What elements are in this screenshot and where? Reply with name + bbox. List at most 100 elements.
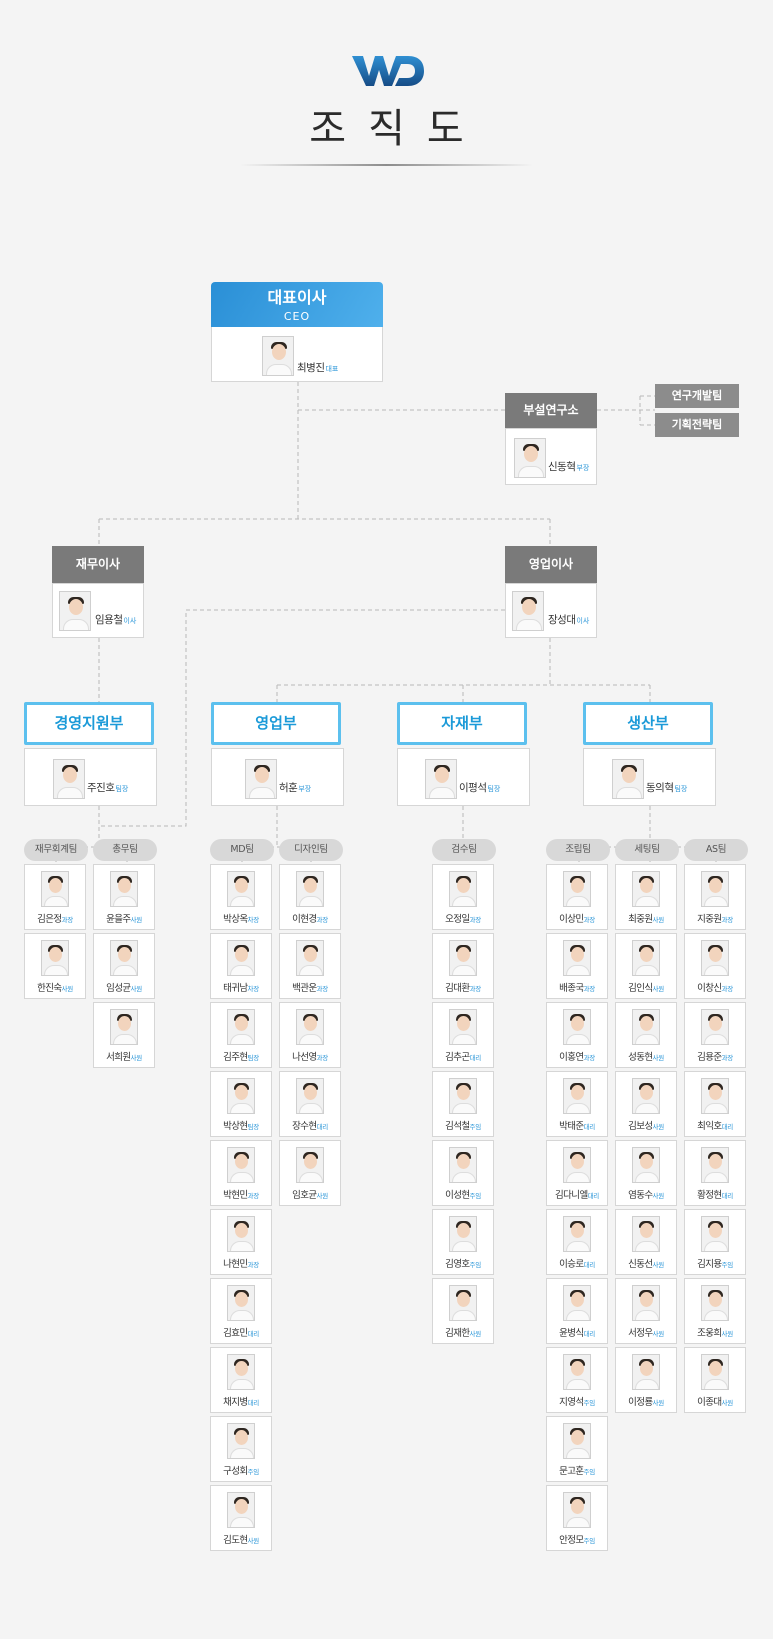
- member-rank: 과장: [583, 916, 596, 924]
- member-name: 이현경: [292, 914, 317, 925]
- member-name: 윤을주: [106, 914, 131, 925]
- member-label: 한진숙사원: [25, 980, 85, 994]
- member-name: 태귀남: [223, 983, 248, 994]
- member-photo: [632, 1147, 660, 1183]
- member-rank: 과장: [469, 916, 482, 924]
- member-rank: 팀장: [247, 1054, 260, 1062]
- member-card: 김보성사원: [615, 1071, 677, 1137]
- wd-logo: [352, 56, 424, 86]
- sales-director-name: 장성대: [548, 614, 576, 626]
- member-photo: [110, 871, 138, 907]
- member-card: 문고훈주임: [546, 1416, 608, 1482]
- member-label: 이현경과장: [280, 911, 340, 925]
- member-photo: [701, 1009, 729, 1045]
- member-rank: 대리: [583, 1330, 596, 1338]
- team-tag: 총무팀: [93, 839, 157, 861]
- member-card: 박상현팀장: [210, 1071, 272, 1137]
- member-label: 박상현팀장: [211, 1118, 271, 1132]
- member-card: 서희원사원: [93, 1002, 155, 1068]
- member-card: 김재한사원: [432, 1278, 494, 1344]
- member-label: 김효민대리: [211, 1325, 271, 1339]
- member-name: 최익호: [697, 1121, 722, 1132]
- member-photo: [632, 1216, 660, 1252]
- member-photo: [449, 1285, 477, 1321]
- member-photo: [449, 1009, 477, 1045]
- member-photo: [41, 871, 69, 907]
- member-photo: [632, 871, 660, 907]
- member-card: 김은정과장: [24, 864, 86, 930]
- rnd-photo: [514, 438, 546, 478]
- member-photo: [701, 940, 729, 976]
- member-name: 박태준: [559, 1121, 584, 1132]
- team-tag: 재무회계팀: [24, 839, 88, 861]
- member-name: 김재한: [445, 1328, 470, 1339]
- member-rank: 주임: [583, 1537, 596, 1545]
- member-rank: 대리: [583, 1123, 596, 1131]
- member-card: 임성균사원: [93, 933, 155, 999]
- member-card: 조웅희사원: [684, 1278, 746, 1344]
- member-label: 염동수사원: [616, 1187, 676, 1201]
- rnd-rank: 부장: [576, 464, 590, 472]
- member-rank: 과장: [721, 916, 734, 924]
- team-column: MD팀 박상옥차장 태귀남차장 김주현팀장 박상현팀장 박현민과장 나현민과장 …: [210, 839, 274, 1551]
- department-head-rank: 팀장: [115, 785, 129, 793]
- ceo-name-label: 최병진대표: [297, 360, 338, 375]
- member-label: 나선영과장: [280, 1049, 340, 1063]
- member-rank: 사원: [130, 1054, 143, 1062]
- team-column: 재무회계팀 김은정과장 한진숙사원: [24, 839, 88, 999]
- member-label: 김대환과장: [433, 980, 493, 994]
- member-name: 이정룡: [628, 1397, 653, 1408]
- member-rank: 대리: [247, 1399, 260, 1407]
- member-photo: [227, 1078, 255, 1114]
- department-head-label: 동의혁팀장: [646, 780, 687, 795]
- member-name: 박상현: [223, 1121, 248, 1132]
- member-card: 이정룡사원: [615, 1347, 677, 1413]
- member-name: 김은정: [37, 914, 62, 925]
- member-card: 김추곤대리: [432, 1002, 494, 1068]
- member-photo: [296, 940, 324, 976]
- member-label: 신동선사원: [616, 1256, 676, 1270]
- member-card: 태귀남차장: [210, 933, 272, 999]
- member-label: 윤병식대리: [547, 1325, 607, 1339]
- member-rank: 대리: [247, 1330, 260, 1338]
- member-name: 박상옥: [223, 914, 248, 925]
- member-card: 임호균사원: [279, 1140, 341, 1206]
- member-card: 최익호대리: [684, 1071, 746, 1137]
- team-tag: MD팀: [210, 839, 274, 861]
- sales-director-card: 장성대이사: [505, 583, 597, 638]
- member-card: 나현민과장: [210, 1209, 272, 1275]
- title-divider: [240, 164, 533, 166]
- member-photo: [563, 1078, 591, 1114]
- member-photo: [449, 1147, 477, 1183]
- member-name: 이종대: [697, 1397, 722, 1408]
- member-label: 이상민과장: [547, 911, 607, 925]
- ceo-card: 최병진대표: [211, 327, 383, 382]
- member-name: 김대환: [445, 983, 470, 994]
- member-rank: 주임: [583, 1468, 596, 1476]
- member-label: 배종국과장: [547, 980, 607, 994]
- member-label: 김인식사원: [616, 980, 676, 994]
- member-name: 안정모: [559, 1535, 584, 1546]
- member-photo: [701, 1147, 729, 1183]
- member-name: 서정우: [628, 1328, 653, 1339]
- ceo-title: 대표이사: [267, 288, 327, 307]
- rnd-name-label: 신동혁부장: [548, 459, 589, 474]
- member-name: 김석철: [445, 1121, 470, 1132]
- department-card: 이평석팀장: [397, 748, 530, 806]
- department-head-photo: [612, 759, 644, 799]
- member-photo: [632, 1078, 660, 1114]
- member-photo: [563, 1216, 591, 1252]
- team-tag: 조립팀: [546, 839, 610, 861]
- member-rank: 과장: [316, 916, 329, 924]
- sales-director-rank: 이사: [576, 617, 590, 625]
- department-card: 허훈부장: [211, 748, 344, 806]
- member-name: 장수현: [292, 1121, 317, 1132]
- department-head-name: 허훈: [279, 782, 298, 794]
- member-rank: 주임: [469, 1123, 482, 1131]
- member-rank: 팀장: [247, 1123, 260, 1131]
- member-label: 김보성사원: [616, 1118, 676, 1132]
- member-card: 김대환과장: [432, 933, 494, 999]
- member-label: 김도현사원: [211, 1532, 271, 1546]
- member-card: 김도현사원: [210, 1485, 272, 1551]
- member-card: 김용준과장: [684, 1002, 746, 1068]
